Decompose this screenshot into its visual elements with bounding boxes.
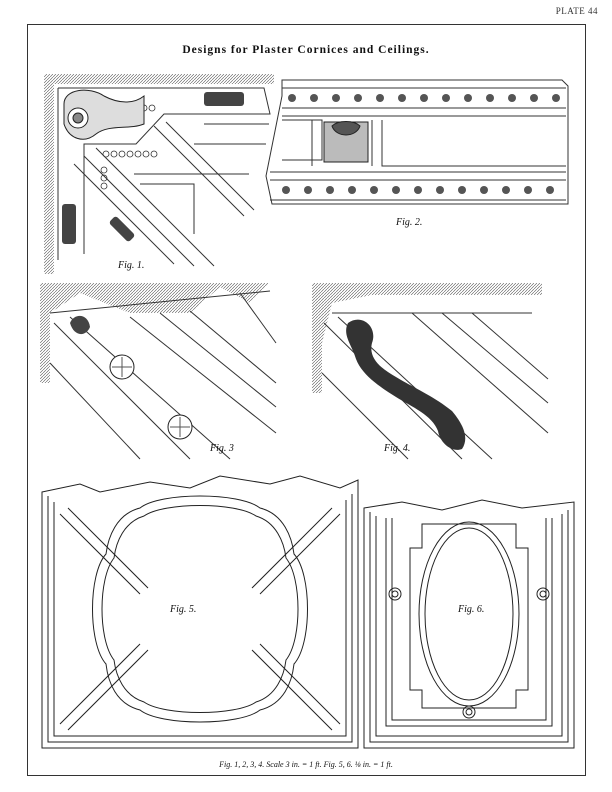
plate-title: Designs for Plaster Cornices and Ceiling… <box>182 44 430 56</box>
plate-number: PLATE 44 <box>555 6 598 16</box>
figure-5-ceiling-panel <box>40 474 360 750</box>
figure-2-label: Fig. 2. <box>396 217 423 228</box>
figure-3-label: Fig. 3 <box>210 443 234 454</box>
figure-1-label: Fig. 1. <box>118 260 145 271</box>
plate-border <box>27 24 586 776</box>
figure-2-cornice-frieze <box>262 76 572 216</box>
figure-6-label: Fig. 6. <box>458 604 485 615</box>
scale-note: Fig. 1, 2, 3, 4. Scale 3 in. = 1 ft. Fig… <box>219 760 393 769</box>
figure-4-cornice-acanthus <box>312 283 552 463</box>
figure-5-label: Fig. 5. <box>170 604 197 615</box>
figure-4-label: Fig. 4. <box>384 443 411 454</box>
figure-3-cornice-rosettes <box>40 283 280 463</box>
figure-6-ceiling-panel <box>362 494 576 750</box>
figure-1-cornice-corner <box>44 74 274 284</box>
